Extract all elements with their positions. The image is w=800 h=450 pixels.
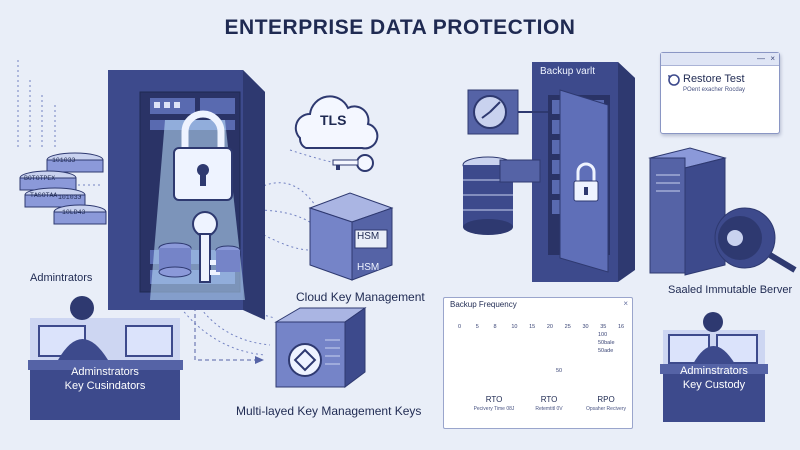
small-key-icon (332, 154, 374, 172)
page-title: ENTERPRISE DATA PROTECTION (224, 16, 576, 39)
gauge-sublabel: Retemtitl 0V (535, 406, 563, 412)
key-custodians-label: Key Cusindators (64, 380, 146, 392)
disk-label: TASOTAA (30, 192, 58, 199)
timeline-tick: 8 (493, 324, 497, 330)
timeline-tick: 35 (600, 324, 607, 330)
tls-label: TLS (320, 112, 347, 128)
timeline-tick: 25 (564, 324, 571, 330)
close-icon[interactable]: × (770, 54, 775, 63)
padlock-icon (173, 110, 233, 201)
legend-item: 50ade (598, 348, 614, 354)
close-icon[interactable]: × (623, 299, 628, 308)
disk-stack (19, 152, 107, 225)
multi-layer-label: Multi-layed Key Management Keys (236, 404, 422, 418)
timeline-tick: 0 (458, 324, 462, 330)
sealed-server-label: Saaled Immutable Berver (668, 284, 793, 296)
hsm-label-top: HSM (357, 231, 380, 242)
backup-vault-label: Backup varlt (540, 66, 596, 77)
timeline-tick: 20 (546, 324, 553, 330)
timeline-tick: 30 (582, 324, 589, 330)
gauge-label: RPO (597, 395, 615, 404)
disk-label: 10LD43 (62, 209, 86, 216)
admin-workstation-left (28, 296, 183, 420)
cloud-key-label: Cloud Key Management (296, 290, 425, 304)
gauge-label: RTO (540, 395, 558, 404)
admin-label-bottom: Adminstrators (71, 366, 139, 378)
minimize-icon[interactable]: — (757, 54, 765, 63)
disk-label: 1010ЗЭ (58, 194, 82, 201)
tower-server (648, 147, 727, 276)
legend-item: 50bale (598, 340, 615, 346)
timeline-tick: 5 (475, 324, 479, 330)
window-titlebar[interactable]: — × (661, 53, 779, 66)
tape-cartridge (714, 207, 797, 273)
dial-icon (467, 89, 548, 135)
timeline-tick: 15 (529, 324, 536, 330)
key-custody-label: Key Custody (682, 379, 746, 391)
gauge-sublabel: Opsaher Recivery (585, 406, 626, 412)
mid-tick-label: 50 (556, 368, 563, 374)
disk-label: 1010ЗЭ (52, 157, 76, 164)
timeline-tick: 10 (511, 324, 518, 330)
gauge-sublabel: Pecivery Time 08J (473, 406, 515, 412)
admin-workstation-right (660, 312, 768, 422)
restore-title: Restore Test (683, 73, 745, 85)
timeline-tick: 16 (618, 324, 625, 330)
legend-item: 100 (598, 332, 608, 338)
key-icon (192, 211, 220, 283)
tape-reels (462, 156, 541, 235)
restore-icon (668, 74, 680, 86)
restore-test-window[interactable]: — × Restore Test POent exacher Rocday (660, 52, 780, 134)
secure-box (274, 307, 367, 388)
admin-label-right: Adminstrators (680, 365, 748, 377)
gauge-label: RTO (485, 395, 503, 404)
dashboard-title: Backup Frequency (450, 300, 517, 309)
backup-vault (532, 62, 635, 282)
hsm-cube (308, 192, 394, 281)
restore-subtitle: POent exacher Rocday (683, 87, 746, 93)
cloud-icon (294, 95, 379, 150)
disk-label: BOTOTPEX (24, 175, 56, 182)
admin-label-left: Admintrators (30, 272, 93, 284)
hsm-label-bottom: HSM (357, 262, 380, 273)
